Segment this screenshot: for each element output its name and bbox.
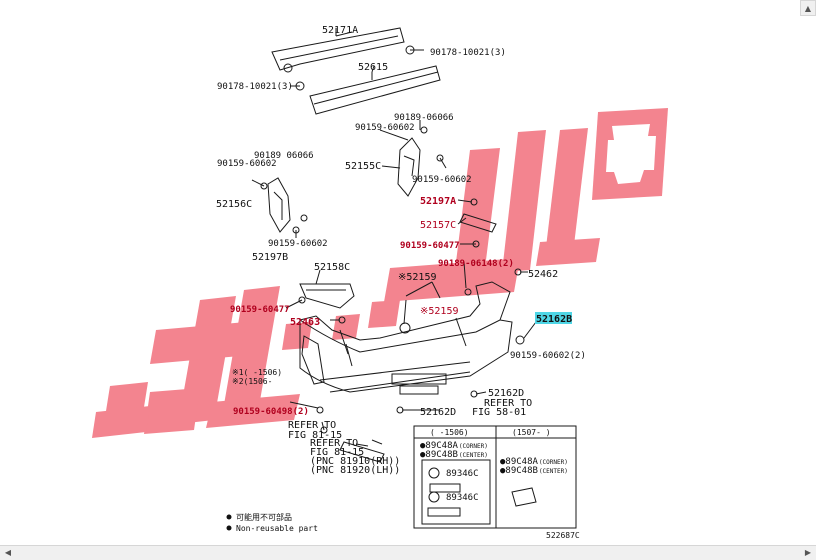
label-90189-a: 90189-06066 [394, 113, 454, 123]
label-52157C: 52157C [420, 220, 456, 231]
label-90159-a: 90159-60602 [355, 123, 415, 133]
legend-bullet-icon [226, 514, 232, 520]
inset-col1-header: ( -1506) [430, 428, 469, 437]
label-90159-b: 90159-60602 [412, 175, 472, 185]
label-52615: 52615 [358, 62, 388, 73]
note-1: ※1( -1506) [232, 368, 282, 377]
scroll-left-button[interactable]: ◀ [0, 546, 16, 559]
label-90159-h: 90159-60498(2) [233, 407, 309, 417]
sensor-icon [511, 487, 537, 507]
label-52462: 52462 [528, 269, 558, 280]
pnc-lh: (PNC 81920(LH)) [310, 465, 400, 476]
figure-code: 522687C [546, 531, 580, 540]
inset-89346C-a: 89346C [446, 469, 479, 479]
arrow-right-icon: ▶ [804, 548, 812, 557]
refer-58-line1: REFER TO [484, 398, 532, 409]
label-90189-c: 90189-06148(2) [438, 259, 514, 269]
legend-line1: 可能用不可部品 [236, 512, 292, 522]
label-52463: 52463 [290, 317, 320, 328]
scroll-up-button[interactable]: ▲ [800, 0, 816, 16]
arrow-up-icon: ▲ [804, 3, 812, 13]
label-90159-d: 90159-60477 [400, 241, 460, 251]
label-52162B: 52162B [536, 314, 572, 325]
refer-81-line4: FIG 81-15 [310, 447, 364, 458]
label-52197A: 52197A [420, 196, 456, 207]
inset-col2-header: (1507- ) [512, 428, 551, 437]
legend-line2: Non-reusable part [236, 524, 318, 533]
arrow-left-icon: ◀ [4, 548, 12, 557]
bumper-line-art [251, 27, 537, 463]
label-90159-c: 90159-60602 [217, 159, 277, 169]
inset-89C48B-left: ●89C48B(CENTER) [420, 450, 488, 460]
label-90159-g: 90159-60602(2) [510, 351, 586, 361]
label-52159-a: ※52159 [398, 272, 436, 283]
inset-89346C-b: 89346C [446, 493, 479, 503]
note-2: ※2(1506- [232, 377, 272, 386]
label-90159-e: 90159-60602 [268, 239, 328, 249]
legend: 可能用不可部品 Non-reusable part [226, 512, 318, 533]
inset-89C48B-right: ●89C48B(CENTER) [500, 466, 568, 476]
label-52159-b: ※52159 [420, 306, 458, 317]
refer-58-line2: FIG 58-01 [472, 407, 526, 418]
watermark-logo [92, 108, 668, 438]
legend-bullet-icon [226, 525, 232, 531]
refer-81-line1: REFER TO [288, 420, 336, 431]
refer-81-line3: REFER TO [310, 438, 358, 449]
label-52171A: 52171A [322, 25, 358, 36]
sensor-bracket-icon [427, 507, 461, 517]
part-labels: 52171A 90178-10021(3) 52615 90178-10021(… [216, 25, 586, 476]
label-90189-b: 90189 06066 [254, 151, 314, 161]
parts-diagram: 52171A 90178-10021(3) 52615 90178-10021(… [92, 25, 668, 540]
refer-81-line2: FIG 81-15 [288, 430, 342, 441]
sensor-inset: ( -1506) (1507- ) ●89C48A(CORNER) ●89C48… [413, 425, 577, 529]
pnc-rh: (PNC 81910(RH)) [310, 456, 400, 467]
label-52155C: 52155C [345, 161, 381, 172]
sensor-ring-icon [428, 491, 440, 503]
inset-89C48A-right: ●89C48A(CORNER) [500, 457, 568, 467]
sensor-ring-icon [428, 467, 440, 479]
scroll-right-button[interactable]: ▶ [800, 546, 816, 559]
label-52197B: 52197B [252, 252, 288, 263]
label-90178-b: 90178-10021(3) [217, 82, 293, 92]
label-52162D-b: 52162D [420, 407, 456, 418]
label-90159-f: 90159-60477 [230, 305, 290, 315]
horizontal-scrollbar[interactable]: ◀ ▶ [0, 545, 816, 560]
sensor-bracket-icon [429, 483, 461, 493]
highlight-52162B [535, 312, 572, 324]
label-52158C: 52158C [314, 262, 350, 273]
label-52156C: 52156C [216, 199, 252, 210]
inset-89C48A-left: ●89C48A(CORNER) [420, 441, 488, 451]
label-52162D-a: 52162D [488, 388, 524, 399]
label-90178-a: 90178-10021(3) [430, 48, 506, 58]
